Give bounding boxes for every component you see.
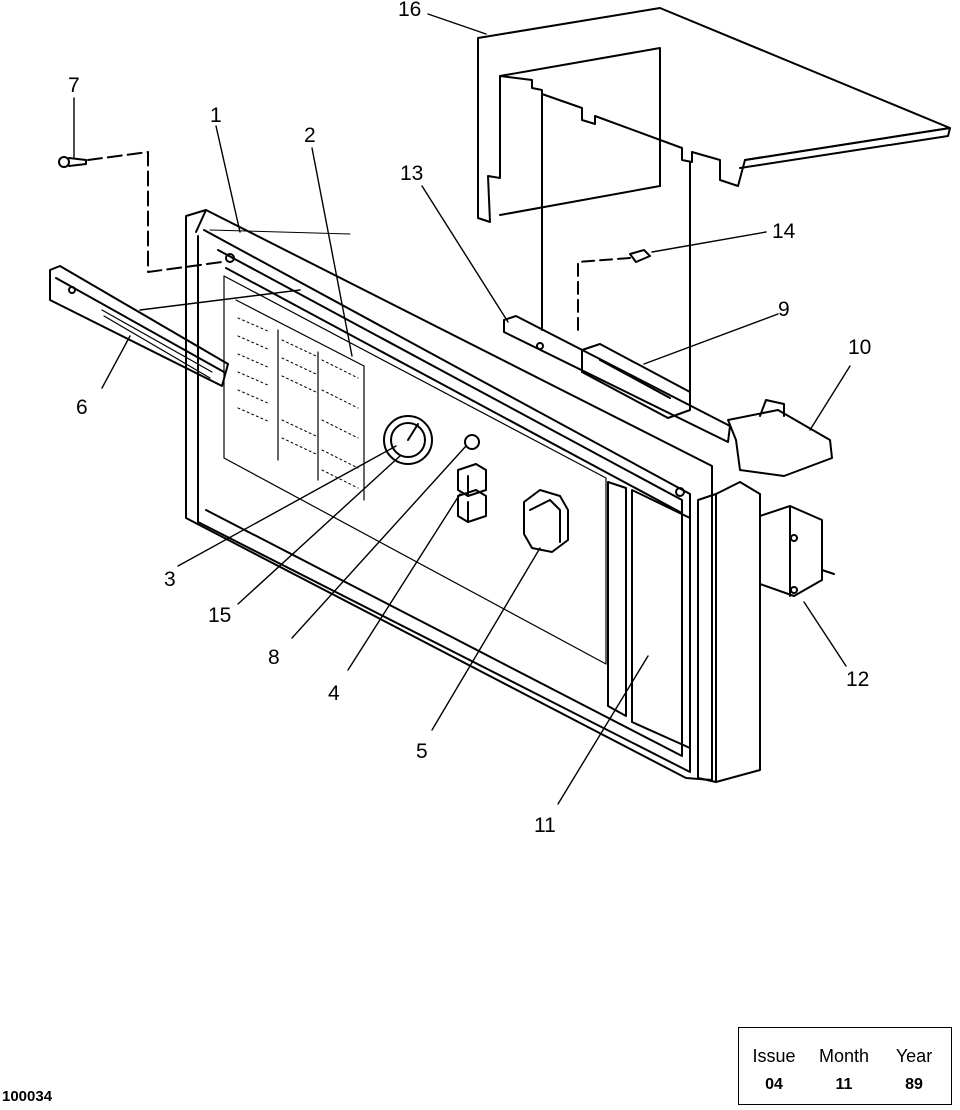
indicator-lamp <box>464 434 480 450</box>
revision-header-row: Issue Month Year <box>739 1046 951 1067</box>
callout-3: 3 <box>164 568 176 591</box>
callout-9: 9 <box>778 298 790 321</box>
header-month: Month <box>818 1046 870 1066</box>
value-month: 11 <box>835 1076 853 1093</box>
callout-5: 5 <box>416 740 428 763</box>
motor-module <box>759 505 835 597</box>
timer-dial <box>383 415 433 465</box>
programme-knob <box>523 489 569 553</box>
callout-8: 8 <box>268 646 280 669</box>
callout-2: 2 <box>304 124 316 147</box>
callout-15: 15 <box>208 604 231 627</box>
callout-4: 4 <box>328 682 340 705</box>
callout-labels: 1 2 3 4 5 6 7 8 9 10 11 12 13 14 15 16 <box>68 0 871 837</box>
control-panel-frame <box>185 209 713 781</box>
callout-10: 10 <box>848 336 871 359</box>
terminal-board <box>727 399 833 477</box>
value-issue: 04 <box>765 1076 783 1093</box>
circuit-board <box>581 343 691 419</box>
callout-12: 12 <box>846 668 869 691</box>
trim-strip <box>49 265 229 387</box>
callout-16: 16 <box>398 0 421 21</box>
screw-7 <box>58 151 223 273</box>
callout-14: 14 <box>772 220 796 243</box>
callout-11: 11 <box>534 814 556 837</box>
header-year: Year <box>895 1046 933 1066</box>
callout-6: 6 <box>76 396 88 419</box>
leader-lines <box>73 13 851 805</box>
bracket-bar <box>503 315 731 443</box>
callout-7: 7 <box>68 74 80 97</box>
revision-table: Issue Month Year 04 11 89 <box>738 1027 952 1105</box>
push-buttons <box>457 463 487 523</box>
window-panel <box>607 481 691 749</box>
top-cover <box>477 7 951 407</box>
callout-1: 1 <box>210 104 222 127</box>
drawing-number: 100034 <box>2 1088 53 1105</box>
screw-14 <box>577 249 651 331</box>
programme-chart <box>223 275 607 665</box>
side-end-panel <box>697 481 761 783</box>
revision-values-row: 04 11 89 <box>739 1076 951 1094</box>
header-issue: Issue <box>752 1046 796 1066</box>
value-year: 89 <box>905 1076 923 1093</box>
callout-13: 13 <box>400 162 423 185</box>
